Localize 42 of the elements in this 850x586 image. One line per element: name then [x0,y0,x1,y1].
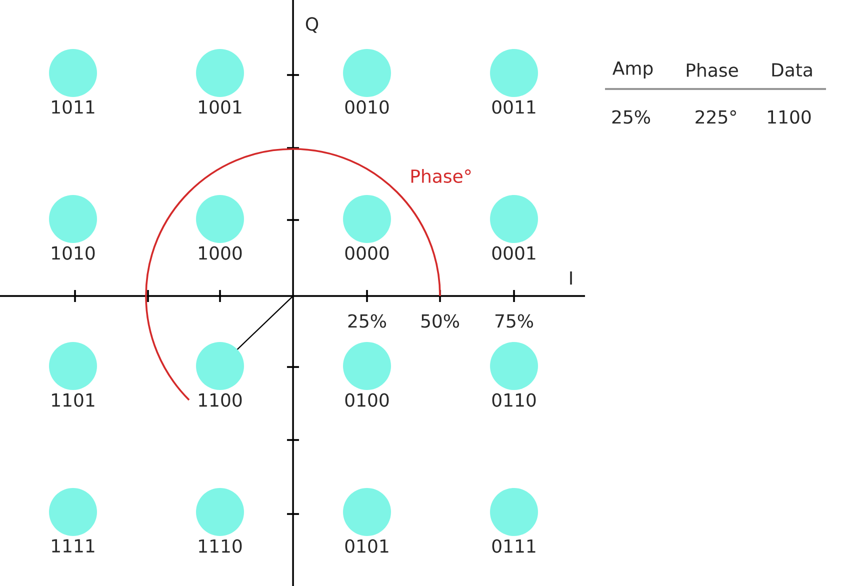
table-cell: 225° [696,110,736,124]
constellation-point: 1111 [49,488,97,552]
constellation-point: 0000 [343,195,391,260]
constellation-point: 0110 [490,342,538,407]
table-header: Amp [612,62,653,78]
constellation-point: 0111 [490,488,538,553]
table-header: Data [772,63,812,77]
axis-label: I [570,271,572,285]
node-label: 1101 [52,393,94,407]
constellation-point: 1101 [49,342,97,407]
node-label: 0011 [492,100,536,114]
constellation-point: 0100 [343,342,391,407]
node-label: 1001 [199,100,242,114]
tick-label: 50% [421,314,459,328]
constellation-point: 1010 [49,195,97,260]
constellation-point: 0010 [343,49,391,114]
constellation-point: 0011 [490,49,538,114]
node-label: 0111 [492,539,536,553]
node-label: 0001 [492,246,536,260]
node-label: 1111 [52,539,94,552]
table-cell: 25% [612,110,650,124]
arc-label: Phase° [411,169,471,183]
node-label: 1000 [199,246,242,260]
constellation-point: 1110 [196,488,244,553]
axis-label: Q [306,17,318,33]
table-header: Phase [686,63,738,77]
node-label: 1011 [52,100,94,114]
table-cell: 1100 [768,110,811,124]
node-label: 0110 [492,393,536,407]
node-label: 1110 [199,539,242,553]
constellation-point: 1100 [196,342,244,407]
constellation-point: 0001 [490,195,538,260]
constellation-point: 1001 [196,49,244,114]
constellation-point: 1000 [196,195,244,260]
node-label: 1100 [199,393,242,407]
node-label: 0000 [345,246,389,260]
constellation-point: 1011 [49,49,97,114]
constellation-point: 0101 [343,488,391,553]
node-label: 0100 [345,393,389,407]
node-label: 0101 [345,539,388,553]
node-label: 1010 [52,246,95,260]
node-label: 0010 [345,100,389,114]
